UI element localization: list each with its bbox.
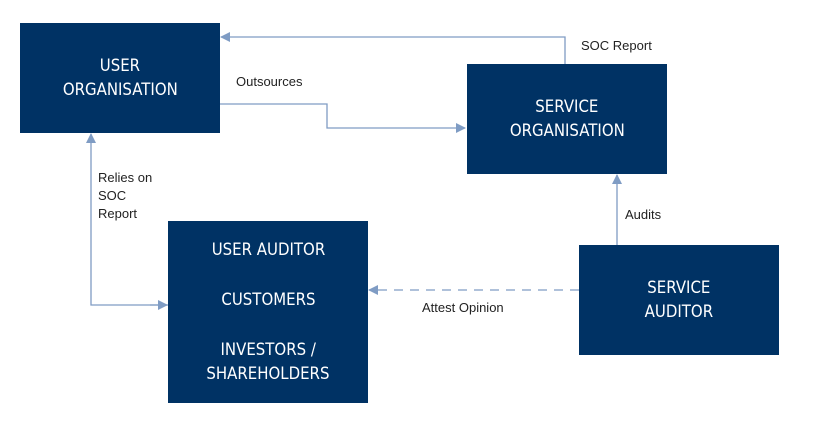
service-auditor-box: SERVICE AUDITOR xyxy=(579,245,779,355)
relies-on-line-2: SOC xyxy=(98,188,127,203)
customers-label: CUSTOMERS xyxy=(220,290,316,310)
user-organisation-line-1: USER xyxy=(99,56,141,76)
audits-label: Audits xyxy=(625,207,662,222)
shareholders-label: SHAREHOLDERS xyxy=(206,364,330,384)
attest-opinion-label: Attest Opinion xyxy=(422,300,504,315)
service-auditor-line-2: AUDITOR xyxy=(644,302,714,322)
user-organisation-box: USER ORGANISATION xyxy=(20,23,220,133)
user-auditor-label: USER AUDITOR xyxy=(211,240,325,260)
relies-on-line-3: Report xyxy=(98,206,138,221)
service-organisation-box: SERVICE ORGANISATION xyxy=(467,64,667,174)
service-organisation-line-1: SERVICE xyxy=(535,97,599,117)
relies-on-label: Relies on SOC Report xyxy=(98,169,152,223)
relies-on-line-1: Relies on xyxy=(98,170,153,185)
soc-report-label: SOC Report xyxy=(581,38,652,53)
user-organisation-line-2: ORGANISATION xyxy=(62,80,178,100)
user-auditor-group-box: USER AUDITOR CUSTOMERS INVESTORS / SHARE… xyxy=(168,221,368,403)
outsources-label: Outsources xyxy=(236,74,303,89)
outsources-arrow xyxy=(220,103,466,133)
investors-label: INVESTORS / xyxy=(220,340,316,360)
service-auditor-line-1: SERVICE xyxy=(647,278,711,298)
service-organisation-line-2: ORGANISATION xyxy=(509,121,625,141)
relies-on-arrow xyxy=(86,133,168,306)
soc-report-arrow xyxy=(220,32,566,64)
